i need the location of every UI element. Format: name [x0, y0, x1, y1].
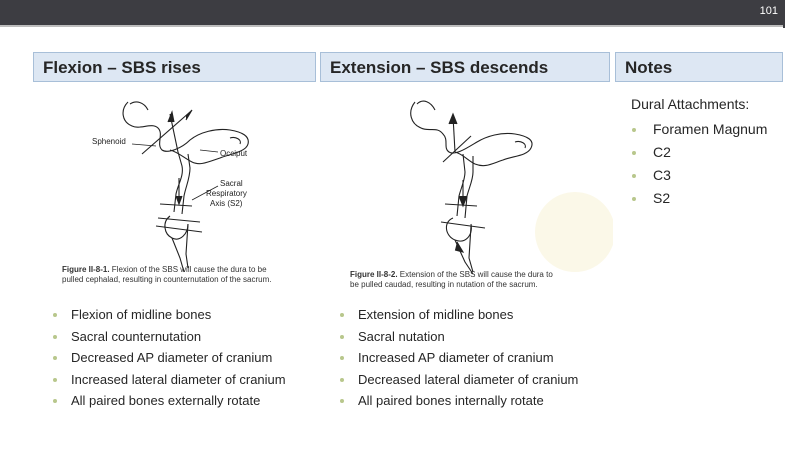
list-item: C2 [630, 143, 780, 162]
list-item: Extension of midline bones [333, 306, 578, 328]
extension-caption-line1: Extension of the SBS will cause the dura… [399, 270, 553, 279]
extension-figure-caption: Figure II-8-2. Extension of the SBS will… [350, 270, 610, 290]
occiput-label: Occiput [220, 149, 248, 158]
extension-caption-id: Figure II-8-2. [350, 270, 398, 279]
top-bar [0, 0, 783, 25]
flexion-figure-caption: Figure II-8-1. Flexion of the SBS will c… [62, 265, 322, 285]
flexion-diagram: Sphenoid Occiput Sacral Respiratory Axis… [92, 101, 249, 273]
list-item: All paired bones externally rotate [46, 392, 286, 414]
flexion-caption-line1: Flexion of the SBS will cause the dura t… [111, 265, 267, 274]
axis-label-line2: Respiratory [206, 189, 247, 198]
sphenoid-label: Sphenoid [92, 137, 126, 146]
list-item: All paired bones internally rotate [333, 392, 578, 414]
list-item: Sacral nutation [333, 328, 578, 350]
axis-label-line1: Sacral [220, 179, 243, 188]
extension-figure [345, 92, 615, 292]
flexion-caption-line2: pulled cephalad, resulting in counternut… [62, 275, 272, 284]
slide-number: 101 [759, 5, 778, 17]
list-item: Increased AP diameter of cranium [333, 349, 578, 371]
axis-label-line3: Axis (S2) [210, 199, 243, 208]
list-item: Sacral counternutation [46, 328, 286, 350]
extension-column-header: Extension – SBS descends [320, 52, 610, 82]
list-item: Decreased lateral diameter of cranium [333, 371, 578, 393]
list-item: Flexion of midline bones [46, 306, 286, 328]
top-right-rule [783, 0, 785, 28]
notes-column-header: Notes [615, 52, 783, 82]
notes-title: Dural Attachments: [631, 96, 750, 112]
flexion-bullet-list: Flexion of midline bones Sacral countern… [46, 306, 286, 414]
list-item: C3 [630, 166, 780, 185]
extension-bullet-list: Extension of midline bones Sacral nutati… [333, 306, 578, 414]
flexion-figure: Sphenoid Occiput Sacral Respiratory Axis… [60, 92, 328, 292]
list-item: Decreased AP diameter of cranium [46, 349, 286, 371]
extension-caption-line2: be pulled caudad, resulting in nutation … [350, 280, 538, 289]
list-item: Foramen Magnum [630, 120, 780, 139]
flexion-column-header: Flexion – SBS rises [33, 52, 316, 82]
list-item: Increased lateral diameter of cranium [46, 371, 286, 393]
extension-diagram [410, 100, 615, 275]
notes-list: Foramen Magnum C2 C3 S2 [630, 120, 780, 212]
flexion-caption-id: Figure II-8-1. [62, 265, 110, 274]
top-bar-divider [0, 25, 783, 27]
list-item: S2 [630, 189, 780, 208]
image-tint [535, 192, 615, 272]
